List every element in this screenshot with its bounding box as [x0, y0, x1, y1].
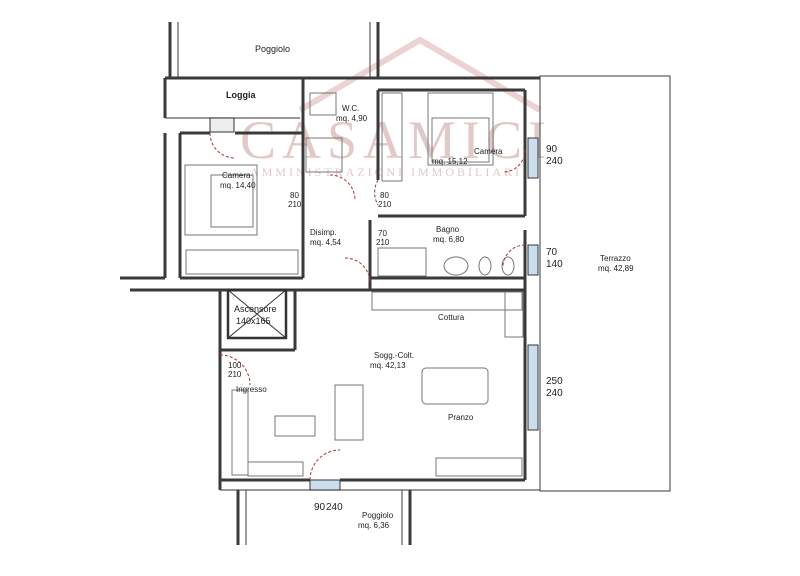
label-disimp-area: mq. 4,54 — [310, 238, 342, 247]
opening-w1-w: 90 — [546, 144, 558, 155]
opening-w3-h: 240 — [546, 388, 563, 399]
label-poggiolo-bottom: Poggiolo — [362, 511, 394, 520]
opening-d7-w: 100 — [228, 361, 242, 370]
watermark-subtitle: AMMINISTRAZIONI IMMOBILIARI — [250, 165, 522, 179]
walls — [120, 76, 540, 491]
label-cottura: Cottura — [438, 313, 465, 322]
watermark: CASAMICI AMMINISTRAZIONI IMMOBILIARI — [240, 36, 552, 179]
label-bagno: Bagno — [436, 225, 460, 234]
label-bagno-area: mq. 6,80 — [433, 235, 465, 244]
opening-d4-h: 210 — [376, 238, 390, 247]
opening-w3-w: 250 — [546, 376, 563, 387]
opening-d4-w: 70 — [378, 229, 387, 238]
bed-left — [184, 164, 299, 275]
label-camera-left-area: mq. 14,40 — [220, 181, 256, 190]
kitchen-counter — [371, 291, 524, 338]
opening-w4-h: 240 — [326, 502, 343, 513]
terrazzo-outline — [539, 75, 671, 492]
label-camera-right-area: mq. 15,12 — [432, 157, 468, 166]
opening-d2-h: 210 — [378, 200, 392, 209]
opening-d1-w: 80 — [290, 191, 299, 200]
opening-d7-h: 210 — [228, 370, 242, 379]
bath-fixtures — [377, 247, 515, 277]
label-pranzo: Pranzo — [448, 413, 474, 422]
poggiolo-top — [168, 22, 380, 78]
opening-w1-h: 240 — [546, 156, 563, 167]
label-loggia: Loggia — [226, 90, 256, 100]
door-swings — [209, 132, 526, 481]
label-camera-right: Camera — [474, 147, 503, 156]
label-camera-left: Camera — [222, 171, 251, 180]
elevator — [226, 288, 288, 340]
opening-w4-w: 90 — [314, 502, 326, 513]
label-terrazzo-area: mq. 42,89 — [598, 264, 634, 273]
label-wc-area: mq. 4,90 — [336, 114, 368, 123]
label-sogg: Sogg.-Colt. — [374, 351, 414, 360]
label-ascensore-size: 140x165 — [236, 316, 271, 326]
label-sogg-area: mq. 42,13 — [370, 361, 406, 370]
opening-d2-w: 80 — [380, 191, 389, 200]
opening-d1-h: 210 — [288, 200, 302, 209]
label-disimp: Disimp. — [310, 228, 337, 237]
label-ingresso: Ingresso — [236, 385, 267, 394]
label-wc: W.C. — [342, 104, 359, 113]
opening-markers — [209, 117, 539, 491]
bed-right — [381, 92, 494, 182]
label-poggiolo-bottom-area: mq. 6,36 — [358, 521, 390, 530]
label-ascensore: Ascensore — [234, 304, 277, 314]
label-terrazzo: Terrazzo — [600, 254, 631, 263]
opening-w2-h: 140 — [546, 259, 563, 270]
poggiolo-bottom — [236, 490, 412, 545]
living-furniture — [231, 367, 523, 477]
label-poggiolo-top: Poggiolo — [255, 44, 290, 54]
watermark-brand: CASAMICI — [240, 110, 552, 170]
opening-w2-w: 70 — [546, 247, 558, 258]
wc-fixtures — [305, 92, 343, 173]
